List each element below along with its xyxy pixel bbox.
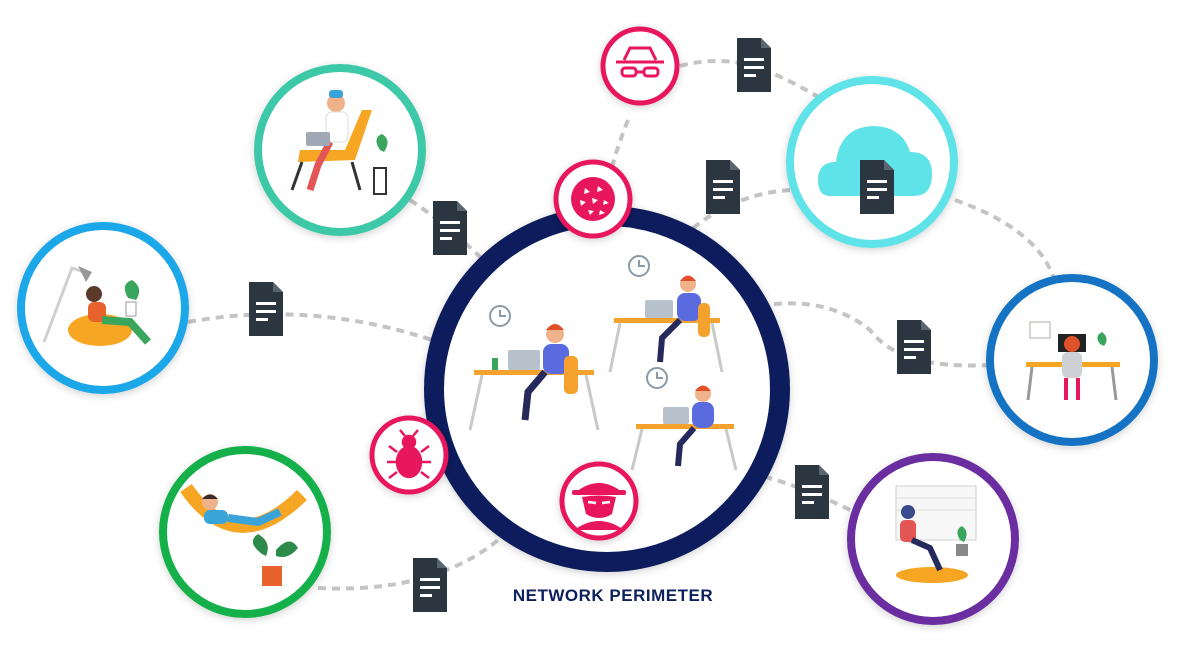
threat-virus <box>553 159 633 239</box>
document-icon <box>249 282 283 336</box>
office-worker <box>468 324 600 431</box>
connector-hammock <box>317 508 530 591</box>
document-icon <box>706 160 740 214</box>
remote-worker-armchair <box>254 64 426 236</box>
perimeter-caption: NETWORK PERIMETER <box>512 586 714 605</box>
cloud-storage <box>786 76 958 248</box>
perimeter <box>424 206 790 572</box>
virus-icon <box>571 177 615 221</box>
connector-beanbag <box>187 312 433 342</box>
document-icon <box>897 320 931 374</box>
bug-icon <box>387 429 431 479</box>
threat-spy <box>600 26 680 106</box>
document-icon <box>433 201 467 255</box>
document-icon <box>737 38 771 92</box>
connector-desk <box>739 301 991 368</box>
remote-worker-hammock <box>159 446 331 618</box>
connector-cloud <box>668 188 791 252</box>
hacker-icon <box>572 483 626 530</box>
clock-icon <box>489 255 668 389</box>
document-icon <box>413 558 447 612</box>
connector-window <box>734 468 851 512</box>
document-icon <box>860 160 894 214</box>
office-worker <box>608 275 724 373</box>
remote-worker-window <box>847 453 1019 625</box>
threat-hacker <box>559 461 639 541</box>
spy-hat-glasses-icon <box>616 46 664 78</box>
remote-worker-desk <box>986 274 1158 446</box>
threat-bug <box>369 415 449 495</box>
connector-spy-doc <box>679 59 822 100</box>
document-icon <box>795 465 829 519</box>
connector-cloud-desk <box>954 198 1057 283</box>
remote-worker-beanbag <box>17 222 189 394</box>
office-worker <box>630 385 738 471</box>
